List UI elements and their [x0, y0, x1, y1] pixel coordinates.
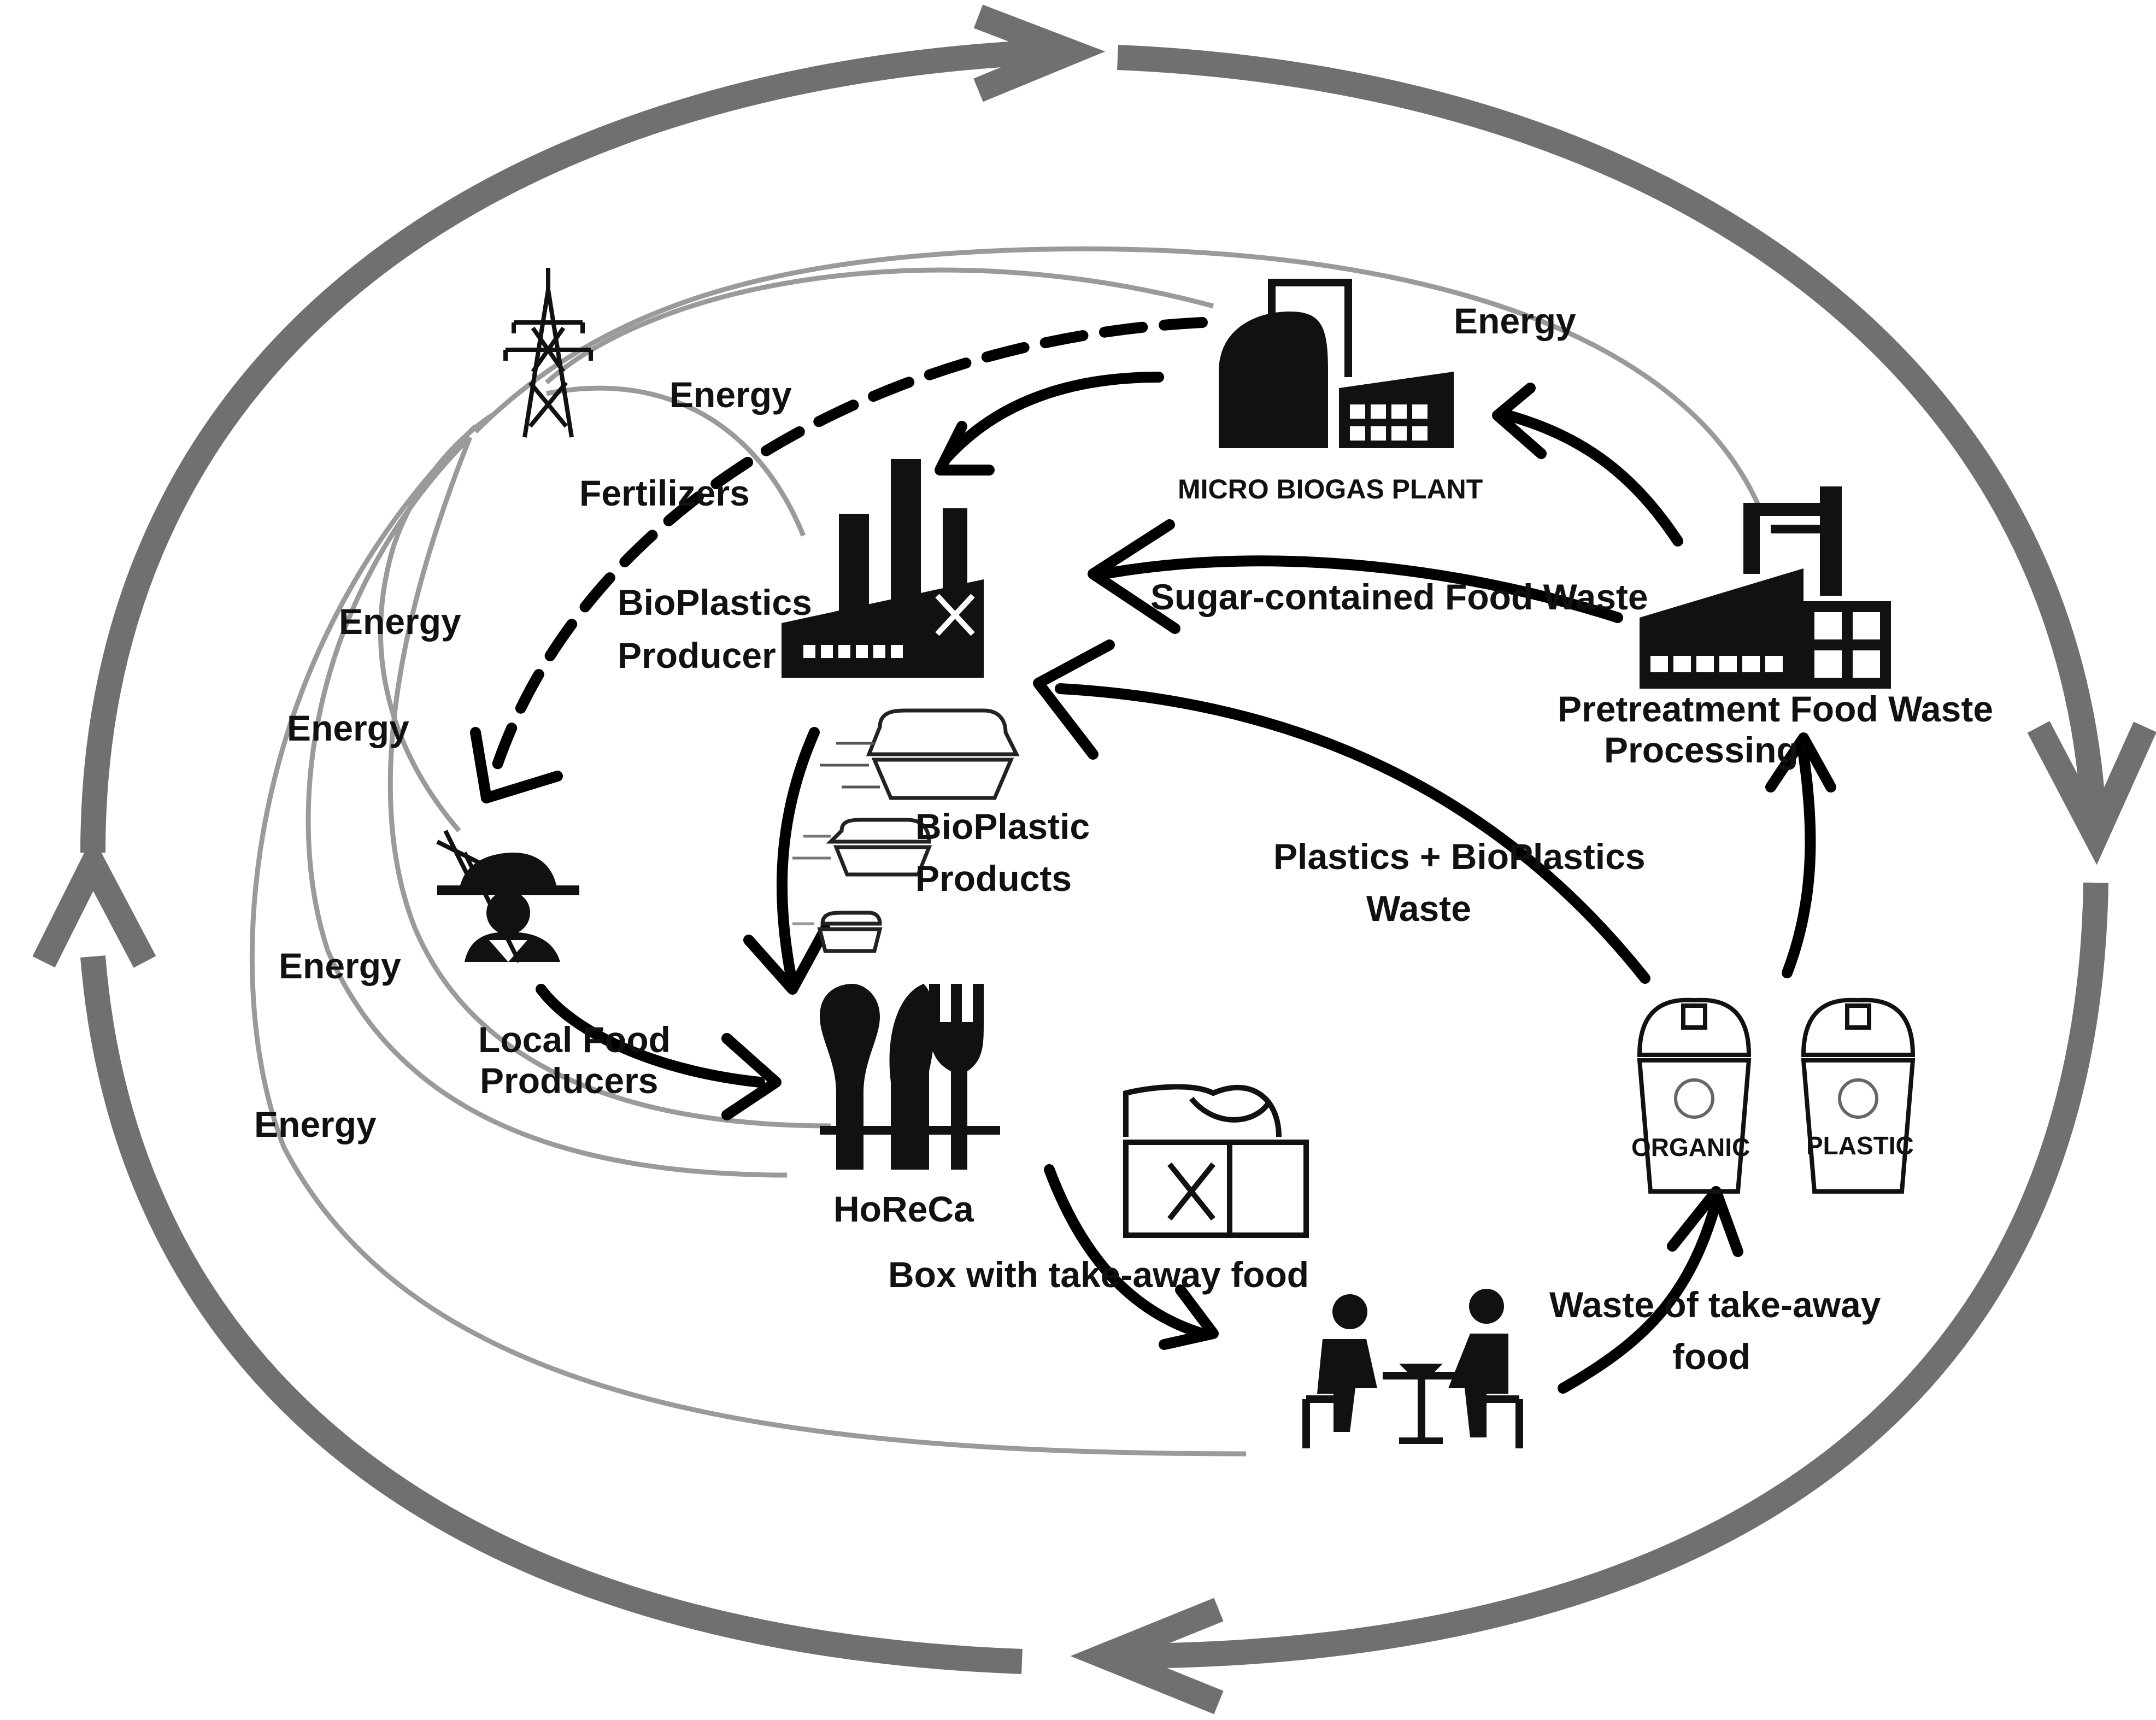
arrow-fertilizers-dashed: [486, 317, 1208, 787]
label-plastics-waste-line1: Plastics + BioPlastics: [1273, 836, 1646, 877]
label-sugar-food-waste: Sugar-contained Food Waste: [1150, 577, 1648, 617]
label-micro-biogas-plant: MICRO BIOGAS PLANT: [1178, 474, 1483, 504]
outer-cycle-bottom-arrowhead: [1070, 1598, 1224, 1715]
power-tower-icon: [503, 268, 593, 438]
label-energy-left-2: Energy: [287, 708, 409, 748]
label-local-food-line1: Local Food: [478, 1019, 671, 1060]
energy-line-diners: [249, 424, 1247, 1457]
outer-cycle-top-left-arc: [80, 39, 1050, 853]
label-pretreatment-line2: Processing: [1604, 730, 1799, 770]
biogas-plant-icon: [1219, 279, 1454, 448]
label-local-food-line2: Producers: [480, 1060, 658, 1101]
takeaway-box-icon: [1123, 1084, 1309, 1238]
label-energy-left-1: Energy: [339, 601, 461, 642]
outer-cycle-top-right-arc: [1117, 45, 2106, 810]
cutlery-icon: [820, 984, 1000, 1170]
recycle-bin-icon-organic: [1637, 997, 1752, 1194]
energy-line-bioplastics-to-tower: [546, 385, 806, 537]
energy-lines: [249, 246, 1763, 1457]
label-energy-top-left: Energy: [669, 374, 792, 415]
arrow-products-to-horeca: [776, 727, 820, 989]
arrow-biogas-to-bioplastics-head: [935, 421, 995, 476]
label-fertilizers: Fertilizers: [579, 473, 750, 513]
label-energy-left-3: Energy: [279, 946, 401, 986]
label-bioplastics-producer-line2: Producer: [618, 635, 776, 676]
recycle-bin-icon-plastic: [1801, 997, 1916, 1194]
arrow-diners-to-organic: [1558, 1197, 1722, 1394]
energy-line-pretreatment-top: [473, 246, 1763, 509]
arrow-biogas-to-bioplastics: [940, 372, 1164, 465]
arrow-horeca-to-diners-head: [1159, 1284, 1219, 1350]
outer-cycle: [32, 4, 2156, 1715]
label-bioplastic-products-line2: Products: [915, 858, 1072, 899]
arrow-pretreatment-to-biogas: [1503, 410, 1683, 547]
outer-cycle-right-arrowhead: [2027, 721, 2156, 865]
people-eating-icon: [1302, 1289, 1523, 1448]
arrow-sugar-waste-head: [1088, 519, 1180, 634]
arrow-organic-to-pretreatment-head: [1765, 732, 1836, 793]
label-horeca: HoReCa: [833, 1189, 974, 1229]
energy-line-horeca-1: [387, 436, 831, 1129]
arrow-sugar-waste: [1098, 555, 1623, 623]
farmer-icon: [436, 830, 579, 963]
outer-cycle-bottom-left-arc: [80, 955, 1023, 1674]
label-plastics-waste-line2: Waste: [1366, 888, 1471, 929]
outer-cycle-bottom-right-arc: [1136, 882, 2108, 1669]
label-energy-left-4: Energy: [254, 1104, 377, 1144]
outer-cycle-left-arrowhead: [32, 836, 156, 968]
label-bin-organic: ORGANIC: [1631, 1133, 1750, 1161]
arrow-fertilizers-head: [470, 727, 563, 803]
bioplastics-factory-icon: [782, 459, 984, 678]
arrow-horeca-to-diners: [1044, 1164, 1208, 1339]
label-waste-takeaway-line1: Waste of take-away: [1549, 1284, 1881, 1325]
flow-arrows: [470, 317, 1836, 1394]
energy-line-horeca-2: [306, 435, 788, 1178]
label-waste-takeaway-line2: food: [1672, 1336, 1750, 1377]
label-box-takeaway: Box with take-away food: [888, 1254, 1309, 1295]
arrow-organic-to-pretreatment: [1782, 749, 1816, 978]
label-bin-plastic: PLASTIC: [1806, 1131, 1914, 1160]
arrow-pretreatment-to-biogas-head: [1492, 383, 1547, 459]
bioplastic-products-icon: [792, 708, 1020, 953]
arrow-farmer-to-horeca: [536, 984, 765, 1088]
arrow-farmer-to-horeca-head: [721, 1033, 782, 1120]
outer-cycle-top-arrowhead: [973, 4, 1106, 102]
energy-line-biogas-to-tower: [544, 267, 1214, 385]
label-energy-top-right: Energy: [1454, 301, 1576, 341]
label-bioplastics-producer-line1: BioPlastics: [618, 582, 812, 623]
arrow-plastic-waste-head: [1033, 639, 1115, 760]
arrow-plastic-waste: [1055, 683, 1650, 984]
label-bioplastic-products-line1: BioPlastic: [915, 806, 1090, 847]
label-pretreatment-line1: Pretreatment Food Waste: [1558, 689, 1993, 729]
pretreatment-factory-icon: [1640, 486, 1891, 689]
arrow-products-to-horeca-head: [743, 924, 831, 995]
